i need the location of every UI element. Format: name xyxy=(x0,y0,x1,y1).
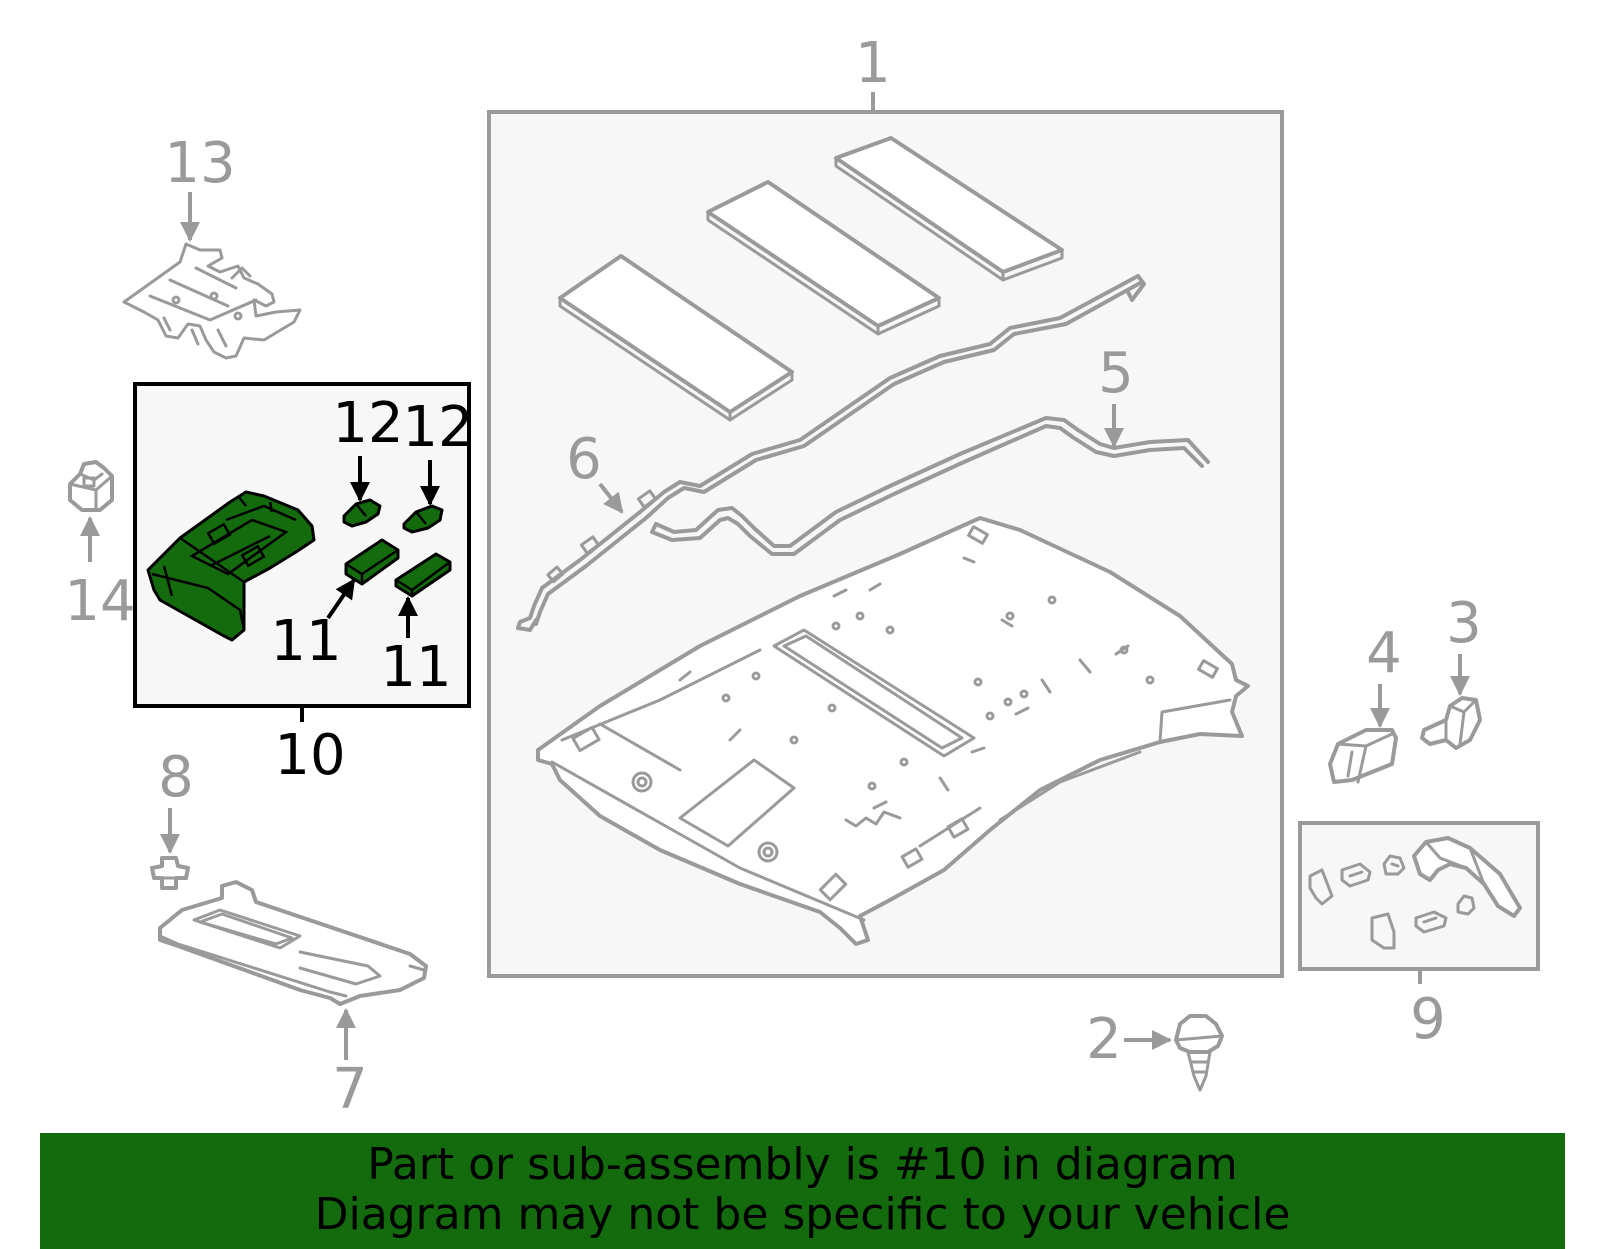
callout-7: 7 xyxy=(332,1057,368,1122)
lens-part-11-right xyxy=(394,552,452,598)
bulb-part-12-right xyxy=(402,504,444,534)
roof-pad-2 xyxy=(706,180,941,336)
info-banner: Part or sub-assembly is #10 in diagram D… xyxy=(40,1133,1565,1249)
map-lamp-housing xyxy=(146,490,316,642)
callout-6-group: 6 xyxy=(566,427,624,514)
clip-kit-part-9: 9 xyxy=(1298,821,1540,1052)
sun-visor-part-7: 7 xyxy=(158,880,428,1122)
roof-pad-3 xyxy=(834,136,1064,282)
callout-11-left-arrow xyxy=(326,578,356,620)
callout-6-arrow xyxy=(598,482,624,514)
headliner-assembly-group: 1 6 xyxy=(487,31,1284,978)
banner-line-2: Diagram may not be specific to your vehi… xyxy=(314,1189,1291,1240)
callout-12-left: 12 xyxy=(332,391,403,456)
clip-part-14: 14 xyxy=(64,460,136,634)
callout-2: 2 xyxy=(1086,1007,1122,1072)
callout-9: 9 xyxy=(1410,987,1446,1052)
push-clip-part-2: 2 xyxy=(1086,1007,1224,1092)
map-lamp-assembly-part-10: 10 12 12 xyxy=(133,382,474,788)
headliner-panel xyxy=(536,516,1250,946)
clip-part-8: 8 xyxy=(150,745,194,890)
bracket-part-4: 4 xyxy=(1328,621,1402,784)
banner-line-1: Part or sub-assembly is #10 in diagram xyxy=(367,1139,1238,1190)
callout-10: 10 xyxy=(274,723,345,788)
callout-12-right: 12 xyxy=(402,395,473,460)
callout-14: 14 xyxy=(64,569,135,634)
callout-8: 8 xyxy=(158,745,194,810)
wire-harness-part-6 xyxy=(516,274,1146,632)
callout-5: 5 xyxy=(1098,341,1134,406)
callout-5-group: 5 xyxy=(1098,341,1134,448)
callout-11-left: 11 xyxy=(270,609,341,674)
roof-pad-1 xyxy=(558,254,794,422)
callout-4: 4 xyxy=(1366,621,1402,686)
bracket-part-3: 3 xyxy=(1420,591,1482,750)
callout-1: 1 xyxy=(855,31,891,96)
callout-13: 13 xyxy=(164,131,235,196)
bulb-part-12-left xyxy=(342,498,382,528)
callout-6: 6 xyxy=(566,427,602,492)
callout-3: 3 xyxy=(1446,591,1482,656)
lens-part-11-left xyxy=(344,538,400,586)
bracket-part-13: 13 xyxy=(122,131,302,360)
callout-11-right: 11 xyxy=(380,635,451,700)
